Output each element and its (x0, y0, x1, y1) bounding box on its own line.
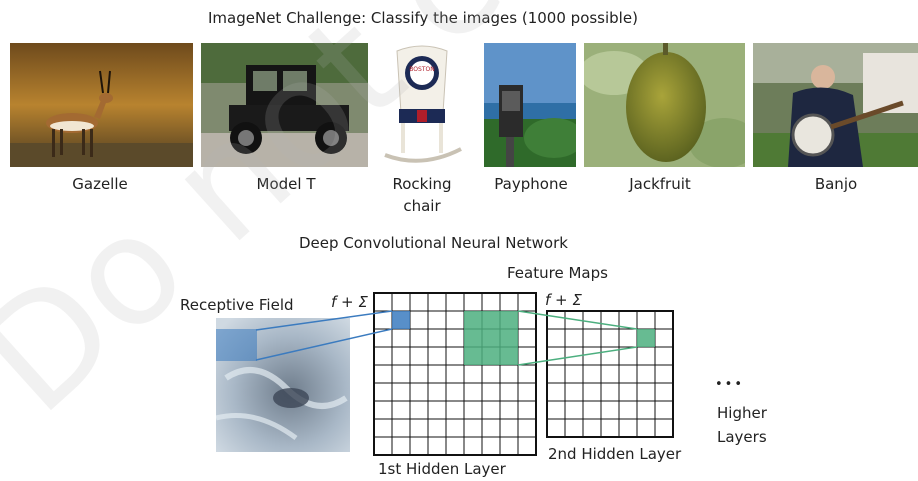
rocking-chair-photo-icon: BOSTON (377, 43, 467, 167)
rocking-chair-image: BOSTON (377, 43, 467, 167)
ellipsis-dots: ••• (715, 377, 745, 392)
jackfruit-photo-icon (584, 43, 745, 167)
payphone-label: Payphone (494, 175, 568, 193)
gazelle-photo-icon (10, 43, 193, 167)
banjo-player-photo-icon (753, 43, 918, 167)
second-layer-border (546, 310, 674, 438)
f-sum-label-2: f + Σ (545, 291, 582, 309)
banjo-image (753, 43, 918, 167)
higher-layers-label-line1: Higher (717, 404, 767, 422)
model-t-label: Model T (256, 175, 316, 193)
feature-connection-top (517, 310, 638, 330)
jackfruit-label: Jackfruit (629, 175, 691, 193)
rocking-chair-label-line1: Rocking (392, 175, 452, 193)
higher-layers-label-line2: Layers (717, 428, 767, 446)
svg-text:BOSTON: BOSTON (409, 66, 434, 73)
first-hidden-layer-label: 1st Hidden Layer (378, 460, 506, 478)
rocking-chair-label-line2: chair (403, 197, 441, 215)
payphone-photo-icon (484, 43, 576, 167)
second-hidden-layer-label: 2nd Hidden Layer (548, 445, 682, 463)
second-hidden-layer-grid (546, 310, 674, 438)
feature-maps-label: Feature Maps (507, 264, 608, 282)
network-title: Deep Convolutional Neural Network (299, 234, 568, 252)
payphone-image (484, 43, 576, 167)
model-t-car-photo-icon (201, 43, 368, 167)
first-layer-highlight-region (464, 311, 518, 365)
first-layer-border (373, 292, 537, 456)
jackfruit-image (584, 43, 745, 167)
receptive-field-cell (392, 311, 410, 329)
feature-connection-bottom (517, 346, 638, 366)
gazelle-image (10, 43, 193, 167)
banjo-label: Banjo (814, 175, 858, 193)
cat-fur-photo-icon (216, 318, 350, 452)
second-layer-highlight-cell (637, 329, 655, 347)
f-sum-label-1: f + Σ (331, 293, 368, 311)
gazelle-label: Gazelle (72, 175, 128, 193)
page-title: ImageNet Challenge: Classify the images … (208, 9, 638, 27)
input-image-patch (216, 318, 350, 452)
model-t-image (201, 43, 368, 167)
receptive-field-label: Receptive Field (180, 296, 294, 314)
first-hidden-layer-grid (373, 292, 537, 456)
